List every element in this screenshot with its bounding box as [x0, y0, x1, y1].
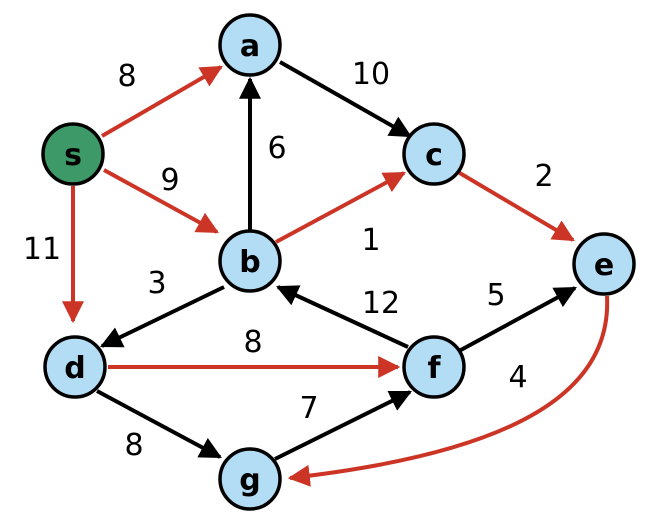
weight-d-f: 8 [243, 325, 262, 360]
edges-layer [62, 60, 610, 487]
weight-s-d: 11 [23, 232, 61, 267]
weight-b-a: 6 [267, 131, 286, 166]
node-d-circle [43, 335, 107, 399]
node-f: f [402, 335, 466, 399]
node-d-label: d [64, 351, 85, 386]
weight-d-g: 8 [124, 428, 143, 463]
edge-a-c [279, 60, 412, 138]
edge-b-c [275, 171, 406, 244]
node-a: a [218, 13, 282, 77]
node-f-label: f [427, 351, 441, 386]
node-s-label: s [64, 138, 82, 173]
edge-e-g [287, 295, 610, 487]
weight-s-b: 9 [160, 163, 179, 198]
weights-layer: 8 9 11 10 6 1 3 2 12 5 8 8 7 4 [23, 57, 554, 463]
node-b-label: b [239, 245, 260, 280]
weight-a-c: 10 [352, 57, 390, 92]
node-a-label: a [240, 29, 260, 64]
weight-b-c: 1 [361, 223, 380, 258]
edge-s-a [100, 65, 223, 138]
node-c-circle [402, 122, 466, 186]
edge-c-e [456, 170, 575, 242]
edge-g-f [274, 390, 412, 461]
weight-e-g: 4 [508, 360, 527, 395]
node-e-label: e [594, 248, 614, 283]
weight-f-e: 5 [486, 278, 505, 313]
node-b-circle [218, 229, 282, 293]
node-b: b [218, 229, 282, 293]
node-g: g [218, 447, 282, 511]
edge-f-e [458, 286, 577, 353]
node-c: c [402, 122, 466, 186]
node-a-circle [218, 13, 282, 77]
node-s: s [41, 122, 105, 186]
node-s-circle [41, 122, 105, 186]
edge-b-d [100, 285, 225, 348]
node-e: e [572, 232, 636, 296]
nodes-layer: a s c b e d f g [41, 13, 636, 511]
node-c-label: c [425, 138, 443, 173]
weight-c-e: 2 [534, 159, 553, 194]
node-g-circle [218, 447, 282, 511]
weight-b-d: 3 [147, 266, 166, 301]
node-e-circle [572, 232, 636, 296]
weight-s-a: 8 [117, 59, 136, 94]
weight-f-b: 12 [362, 286, 400, 321]
node-g-label: g [239, 463, 260, 498]
weight-g-f: 7 [299, 391, 318, 426]
node-f-circle [402, 335, 466, 399]
edge-s-b [103, 168, 219, 234]
edge-d-g [96, 389, 222, 459]
edge-f-b [276, 285, 409, 349]
node-d: d [43, 335, 107, 399]
